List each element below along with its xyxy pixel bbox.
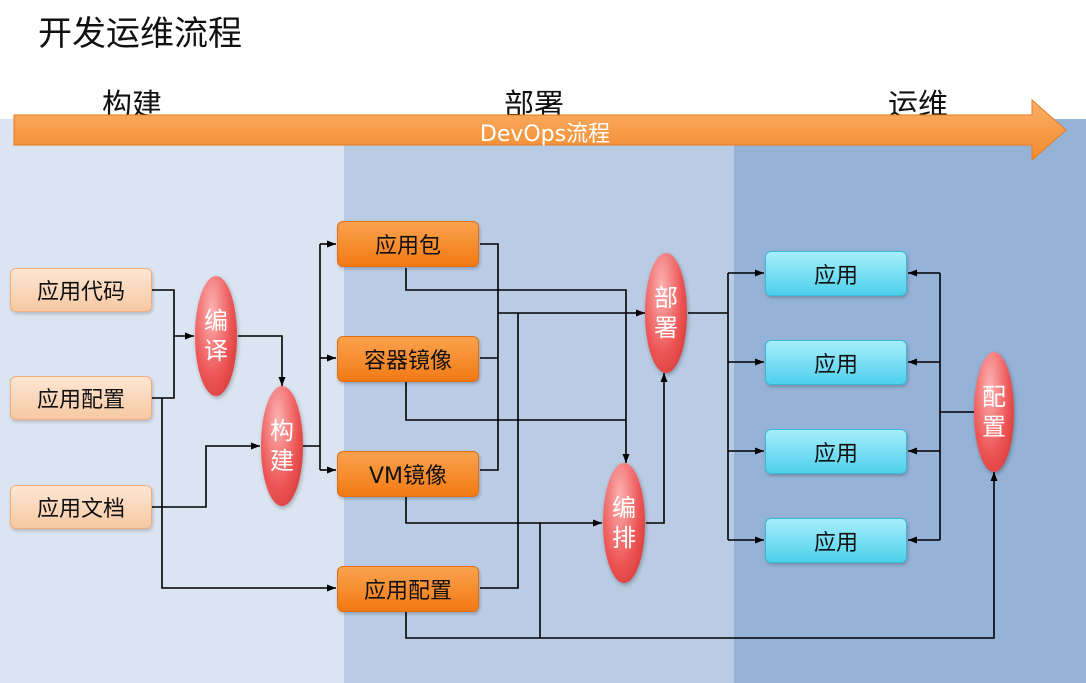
process-build-char-1: 构 xyxy=(270,417,294,445)
devops-arrow-label: DevOps流程 xyxy=(479,122,611,147)
input-app-code: 应用代码 xyxy=(10,268,152,312)
process-deploy-char-1: 部 xyxy=(654,284,678,312)
app-instance: 应用 xyxy=(765,340,907,385)
devops-flow-arrow xyxy=(13,98,1067,162)
process-configure: 配 置 xyxy=(974,352,1014,472)
process-deploy-char-2: 署 xyxy=(654,314,678,342)
artifact-container-image: 容器镜像 xyxy=(337,336,479,382)
app-instance: 应用 xyxy=(765,251,907,296)
process-compile-char-1: 编 xyxy=(204,307,228,335)
process-compile-char-2: 译 xyxy=(204,337,228,365)
ops-stage-panel xyxy=(734,119,1086,683)
process-build-char-2: 建 xyxy=(270,447,294,475)
process-orchestrate: 编 排 xyxy=(603,463,645,583)
process-configure-char-1: 配 xyxy=(982,383,1006,411)
app-instance: 应用 xyxy=(765,429,907,474)
page-title: 开发运维流程 xyxy=(38,14,242,54)
artifact-vm-image: VM镜像 xyxy=(337,451,479,497)
input-app-docs: 应用文档 xyxy=(10,485,152,529)
process-compile: 编 译 xyxy=(195,276,237,396)
process-build: 构 建 xyxy=(261,386,303,506)
process-deploy: 部 署 xyxy=(645,253,687,373)
artifact-app-config: 应用配置 xyxy=(337,566,479,612)
input-app-config: 应用配置 xyxy=(10,376,152,420)
process-configure-char-2: 置 xyxy=(982,413,1006,441)
process-orchestrate-char-2: 排 xyxy=(612,524,636,552)
process-orchestrate-char-1: 编 xyxy=(612,494,636,522)
app-instance: 应用 xyxy=(765,518,907,563)
artifact-app-package: 应用包 xyxy=(337,221,479,267)
